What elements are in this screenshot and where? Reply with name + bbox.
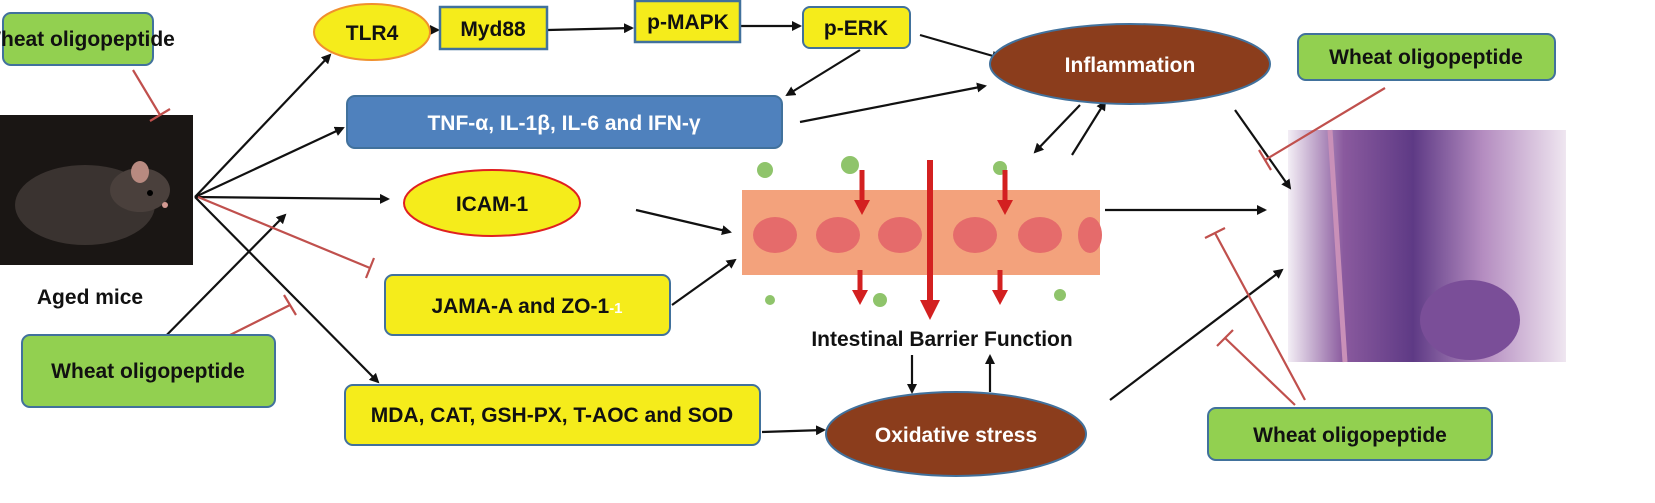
svg-text:ICAM-1: ICAM-1 xyxy=(456,193,529,216)
inflammation-node: Inflammation xyxy=(989,23,1271,105)
oxidative-markers-node: MDA, CAT, GSH-PX, T-AOC and SOD xyxy=(344,384,761,446)
svg-text:Myd88: Myd88 xyxy=(460,18,526,41)
aged-mice-label: Aged mice xyxy=(37,286,143,309)
svg-text:MDA, CAT, GSH-PX, T-AOC and SO: MDA, CAT, GSH-PX, T-AOC and SOD xyxy=(371,404,733,427)
pmapk-node: p-MAPK xyxy=(633,0,742,44)
wheat-oligopeptide-top-left: Wheat oligopeptide xyxy=(0,12,175,66)
histology-image xyxy=(1288,129,1566,363)
oxidative-stress-node: Oxidative stress xyxy=(825,391,1087,477)
svg-text:JAMA-A and ZO-1-1: JAMA-A and ZO-1-1 xyxy=(431,295,622,318)
inhibition-lines xyxy=(132,69,1386,406)
tlr4-node: TLR4 xyxy=(313,3,431,61)
wheat-oligopeptide-top-right: Wheat oligopeptide xyxy=(1297,33,1556,81)
svg-text:Wheat oligopeptide: Wheat oligopeptide xyxy=(0,28,175,51)
icam1-node: ICAM-1 xyxy=(403,169,581,237)
svg-text:p-MAPK: p-MAPK xyxy=(647,11,729,34)
svg-text:p-ERK: p-ERK xyxy=(824,17,888,40)
svg-text:Inflammation: Inflammation xyxy=(1065,54,1196,77)
intestinal-barrier-image xyxy=(742,156,1102,320)
svg-text:Wheat oligopeptide: Wheat oligopeptide xyxy=(51,360,245,383)
svg-text:Wheat oligopeptide: Wheat oligopeptide xyxy=(1253,424,1447,447)
svg-text:TLR4: TLR4 xyxy=(346,22,399,45)
cytokines-node: TNF-α, IL-1β, IL-6 and IFN-γ xyxy=(346,95,783,149)
intestinal-barrier-label: Intestinal Barrier Function xyxy=(811,328,1072,351)
svg-text:TNF-α, IL-1β, IL-6 and IFN-γ: TNF-α, IL-1β, IL-6 and IFN-γ xyxy=(427,112,700,135)
myd88-node: Myd88 xyxy=(438,5,549,51)
perk-node: p-ERK xyxy=(802,6,911,49)
wheat-oligopeptide-bottom-right: Wheat oligopeptide xyxy=(1207,407,1493,461)
wheat-oligopeptide-bottom-left: Wheat oligopeptide xyxy=(21,334,276,408)
activation-arrows xyxy=(149,21,1292,436)
svg-text:Oxidative stress: Oxidative stress xyxy=(875,424,1037,447)
jama-zo1-node: JAMA-A and ZO-1-1 xyxy=(384,274,671,336)
aged-mouse-image xyxy=(0,115,193,265)
svg-text:Wheat oligopeptide: Wheat oligopeptide xyxy=(1329,46,1523,69)
